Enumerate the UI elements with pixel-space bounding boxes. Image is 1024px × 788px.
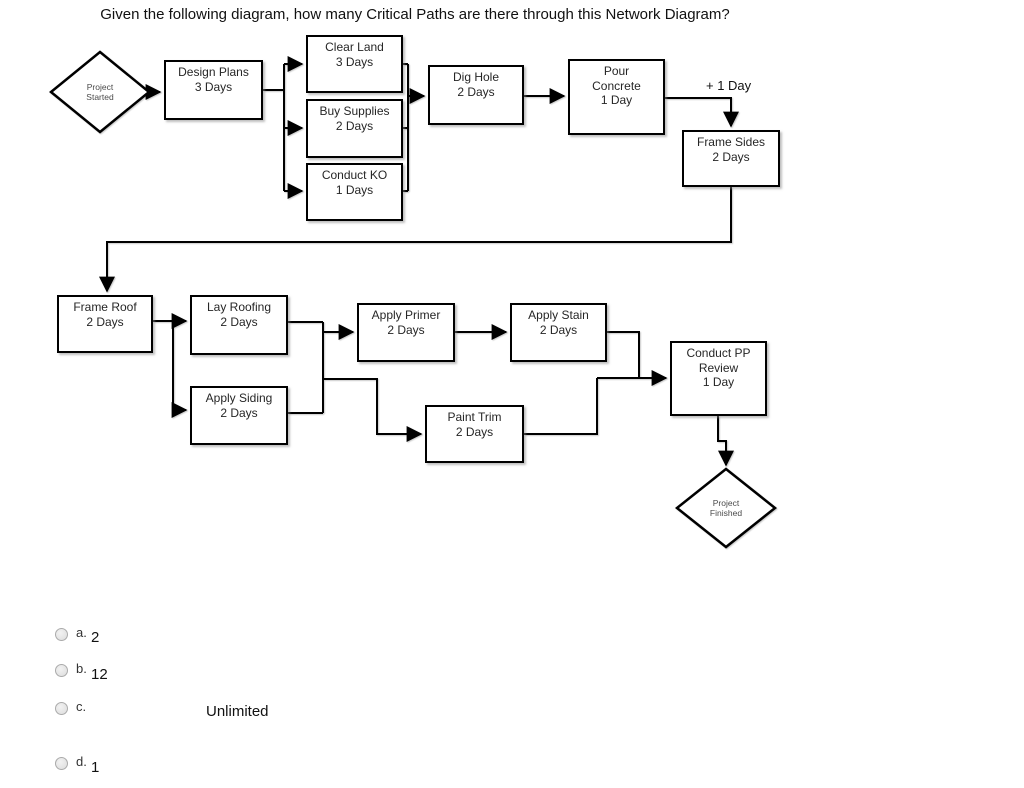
node-apply-primer: Apply Primer 2 Days (357, 303, 455, 362)
question-title: Given the following diagram, how many Cr… (100, 6, 730, 23)
node-design-plans: Design Plans 3 Days (164, 60, 263, 120)
connector-to-paint-trim (323, 378, 423, 442)
node-frame-sides: Frame Sides 2 Days (682, 130, 780, 187)
option-a-radio[interactable] (55, 628, 68, 641)
connector-stain-down (607, 331, 640, 378)
start-diamond (49, 50, 151, 134)
option-c-letter: c. (76, 699, 87, 714)
node-dig-hole: Dig Hole 2 Days (428, 65, 524, 125)
node-pour-concrete: Pour Concrete 1 Day (568, 59, 665, 135)
node-paint-trim: Paint Trim 2 Days (425, 405, 524, 463)
option-b-letter: b. (76, 661, 87, 676)
finish-diamond-label: Project Finished (709, 498, 743, 518)
option-b-radio[interactable] (55, 664, 68, 677)
node-conduct-ko: Conduct KO 1 Days (306, 163, 403, 221)
node-buy-supplies: Buy Supplies 2 Days (306, 99, 403, 158)
plus-one-day-annotation: + 1 Day (706, 78, 752, 93)
option-b-value: 12 (91, 666, 108, 683)
node-frame-roof: Frame Roof 2 Days (57, 295, 153, 353)
option-d-radio[interactable] (55, 757, 68, 770)
start-diamond-label: Project Started (86, 82, 114, 102)
connector-branch-to-apply-siding (171, 321, 188, 418)
node-conduct-pp-review: Conduct PP Review 1 Day (670, 341, 767, 416)
node-apply-stain: Apply Stain 2 Days (510, 303, 607, 362)
option-d-letter: d. (76, 754, 87, 769)
connector-pour-to-frame-sides (665, 97, 739, 128)
node-clear-land: Clear Land 3 Days (306, 35, 403, 93)
option-a-letter: a. (76, 625, 87, 640)
network-diagram-canvas (49, 50, 778, 549)
node-apply-siding: Apply Siding 2 Days (190, 386, 288, 445)
connector-frame-sides-to-frame-roof (99, 187, 732, 293)
option-a-value: 2 (91, 629, 100, 646)
option-c-radio[interactable] (55, 702, 68, 715)
connector-conduct-pp-to-finish (717, 416, 734, 467)
node-lay-roofing: Lay Roofing 2 Days (190, 295, 288, 355)
connector-paint-trim-up (524, 378, 598, 435)
option-d-value: 1 (91, 759, 100, 776)
option-c-value: Unlimited (206, 703, 269, 720)
finish-diamond (674, 467, 778, 549)
